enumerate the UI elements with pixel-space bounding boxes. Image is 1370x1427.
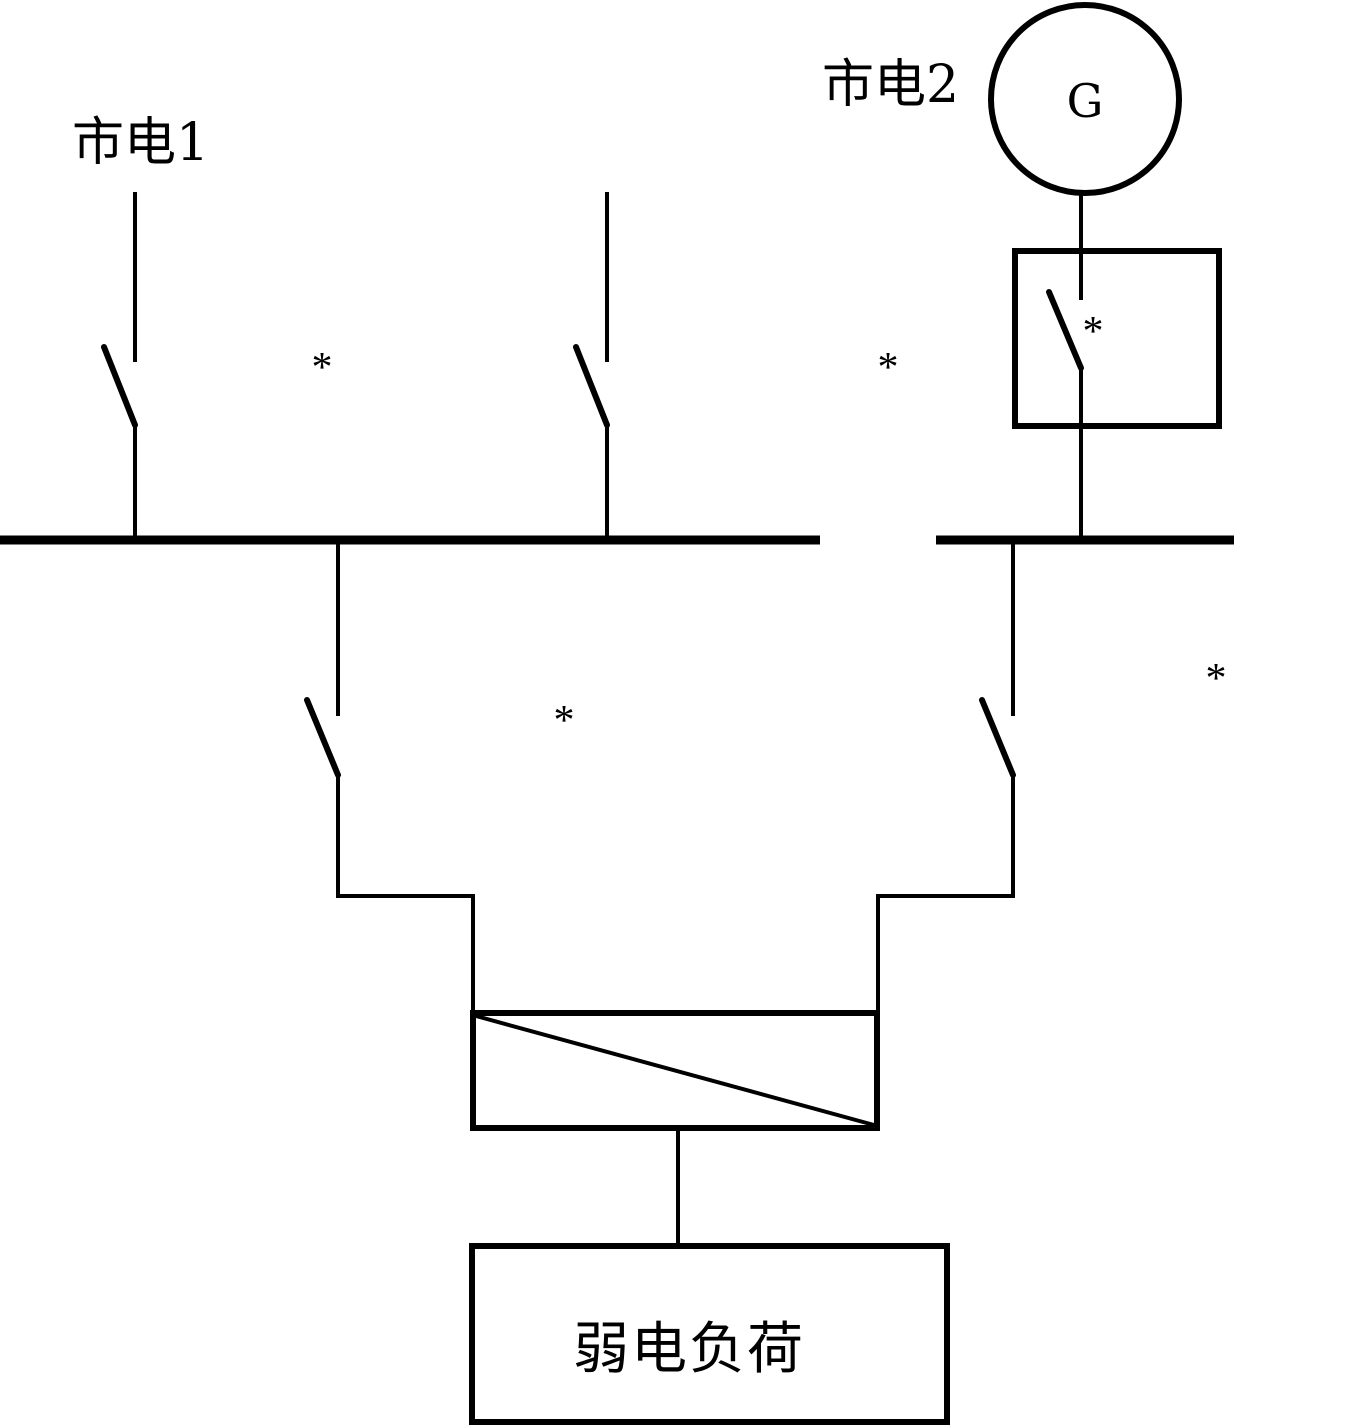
marker-asterisk: *: [1206, 656, 1227, 702]
feeder-right-lower-wire: [876, 775, 1015, 1013]
switch-2-blade: [573, 344, 610, 428]
weak-current-load: 弱电负荷: [469, 1243, 950, 1425]
generator-symbol: G: [988, 2, 1182, 196]
incoming-switch-1: [101, 192, 138, 540]
mains-2-label: 市电2: [822, 55, 959, 115]
switch-1-blade: [101, 344, 138, 428]
mains-1-label: 市电1: [72, 113, 209, 173]
generator-switch-blade: [1046, 289, 1084, 371]
feeder-left-blade: [304, 697, 341, 778]
transfer-switch-diagonal: [475, 1014, 875, 1127]
marker-asterisk: *: [878, 345, 899, 391]
marker-asterisk: *: [312, 345, 333, 391]
transfer-switch-box: [470, 1010, 880, 1131]
load-label: 弱电负荷: [573, 1317, 805, 1382]
marker-asterisk: *: [1083, 309, 1104, 355]
marker-asterisk: *: [554, 698, 575, 744]
load-box: [469, 1243, 950, 1425]
generator-letter: G: [1067, 74, 1104, 128]
generator-breaker-box: [1012, 248, 1222, 429]
transfer-switch: [470, 1010, 880, 1131]
generator-circle: [988, 2, 1182, 196]
feeder-left-lower-wire: [336, 775, 475, 1013]
incoming-switch-2: [573, 192, 610, 540]
outgoing-switch-left: [304, 540, 475, 1013]
feeder-right-blade: [979, 697, 1016, 778]
outgoing-switch-right: [876, 540, 1016, 1013]
